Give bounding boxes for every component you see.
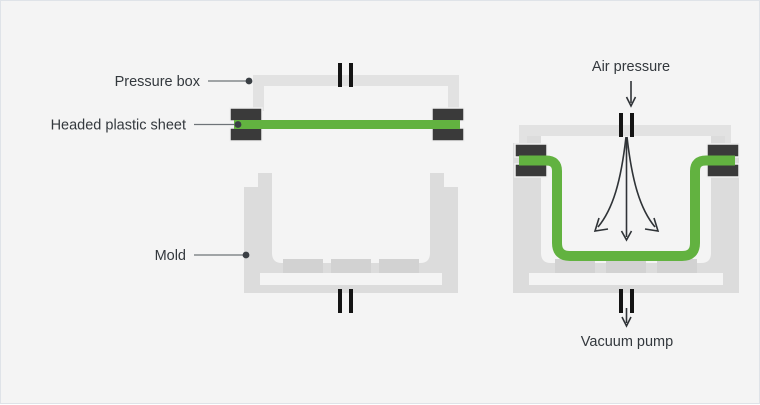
air-flow-arrows [593, 136, 660, 242]
vacuum-port-bar-left [338, 289, 342, 313]
clamp-block-lower-right [431, 127, 465, 142]
air-pressure-indicator-arrow [625, 81, 637, 108]
mold-plenum-chamber [529, 273, 723, 285]
label-air-pressure: Air pressure [592, 59, 670, 75]
clamp-block-upper-left [229, 107, 263, 122]
left-panel-before-forming: Pressure box Headed plastic sheet Mold [51, 63, 465, 313]
pressure-box-top-bar [253, 75, 459, 86]
clamp-block-lower-left [229, 127, 263, 142]
pressure-port-bar-right [349, 63, 353, 87]
mold-channel-block-2 [331, 259, 371, 273]
air-flow-arrow-center-head [620, 230, 633, 242]
leader-pressure-box [208, 77, 253, 85]
vacuum-port-bar-right [630, 289, 634, 313]
pressure-box-left-wall [519, 125, 530, 157]
pressure-box-right-wall [448, 75, 459, 111]
clamp-block-upper-right [431, 107, 465, 122]
label-mold: Mold [155, 248, 186, 264]
clamp-block-lower-right [706, 163, 740, 178]
clamp-blocks-left [229, 107, 465, 142]
leader-dot-plastic-sheet [234, 121, 242, 128]
pressure-port-left [338, 63, 353, 87]
vacuum-pump-indicator-arrow [621, 308, 632, 328]
clamp-block-lower-left [514, 163, 548, 178]
air-flow-arrow-right [626, 136, 656, 228]
flat-plastic-sheet [234, 120, 460, 129]
clamp-block-upper-left [514, 143, 548, 158]
label-vacuum-pump: Vacuum pump [581, 334, 673, 350]
vacuum-port-right [619, 289, 634, 313]
air-flow-arrow-left [597, 136, 627, 228]
right-panel-during-forming: Air pressure Vacuum pump [513, 59, 740, 350]
air-flow-arrow-right-head [644, 217, 660, 232]
air-pressure-arrow-head [625, 96, 637, 108]
leader-mold [194, 251, 250, 259]
pressure-port-right [619, 113, 634, 137]
leader-dot-mold [242, 251, 250, 259]
pressure-box-top-bar [519, 125, 731, 136]
pressure-box-left [253, 75, 459, 111]
formed-plastic-sheet [519, 155, 735, 261]
pressure-port-bar-left [619, 113, 623, 137]
mold-left [244, 173, 458, 293]
leader-dot-pressure-box [245, 77, 253, 85]
mold-channel-block-3 [657, 259, 697, 273]
pressure-box-right-wall [720, 125, 731, 157]
pressure-box-right [519, 125, 731, 157]
leader-plastic-sheet [194, 121, 242, 128]
clamp-blocks-right [514, 143, 740, 178]
label-headed-plastic-sheet: Headed plastic sheet [51, 118, 186, 134]
mold-channel-block-1 [555, 259, 595, 273]
label-pressure-box: Pressure box [115, 74, 201, 90]
mold-channel-block-3 [379, 259, 419, 273]
mold-plenum-chamber [260, 273, 442, 285]
mold-channel-block-1 [283, 259, 323, 273]
pressure-port-bar-right [630, 113, 634, 137]
pressure-box-left-wall [253, 75, 264, 111]
vacuum-pump-arrow-head [621, 316, 632, 328]
air-flow-arrow-left-head [593, 217, 609, 232]
vacuum-port-bar-right [349, 289, 353, 313]
vacuum-port-left [338, 289, 353, 313]
mold-channel-block-2 [606, 259, 646, 273]
clamp-block-upper-right [706, 143, 740, 158]
vacuum-port-bar-left [619, 289, 623, 313]
pressure-port-bar-left [338, 63, 342, 87]
